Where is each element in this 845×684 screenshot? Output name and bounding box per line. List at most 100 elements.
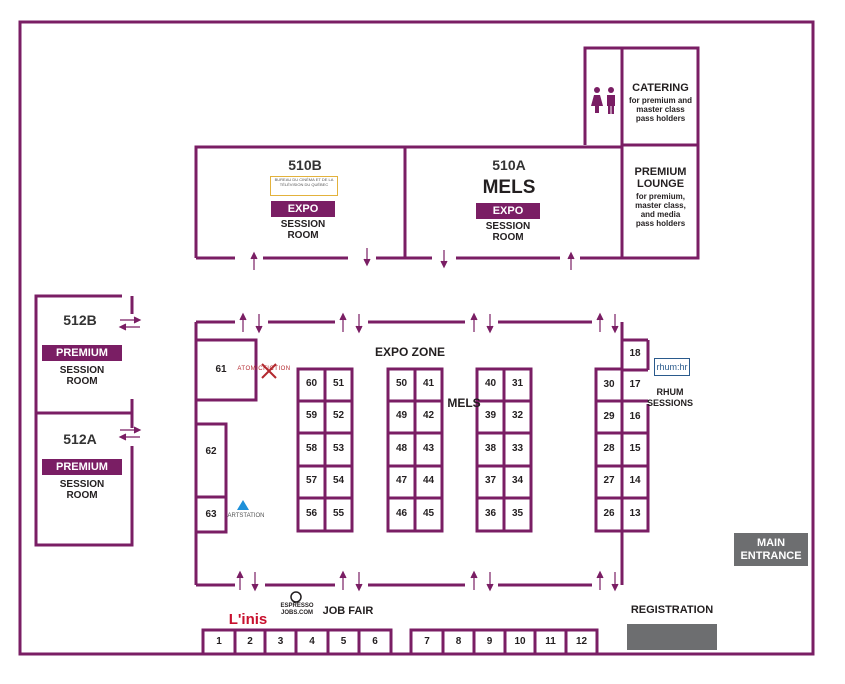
catering-line3: pass holders (635, 114, 686, 123)
mels-logo: MELS (482, 177, 536, 198)
booth-27[interactable]: 27 (603, 475, 615, 486)
room-512b-number: 512B (63, 312, 97, 328)
service-block-wall (583, 46, 700, 260)
espresso-jobs-icon (290, 591, 302, 603)
booth-48[interactable]: 48 (395, 443, 408, 454)
lounge-title1: PREMIUM (634, 166, 687, 178)
booth-62[interactable]: 62 (205, 446, 217, 457)
booth-57[interactable]: 57 (305, 475, 318, 486)
room-510a-line1: SESSION (485, 221, 531, 232)
registration-desk[interactable] (627, 624, 717, 650)
booth-61-wall (196, 338, 258, 402)
booth-42[interactable]: 42 (422, 410, 435, 421)
booth-44[interactable]: 44 (422, 475, 435, 486)
job-fair-booth-10[interactable]: 10 (514, 636, 526, 647)
catering-title: CATERING (632, 82, 689, 94)
booth-50[interactable]: 50 (395, 378, 408, 389)
booth-15[interactable]: 15 (629, 443, 641, 454)
job-fair-booth-3[interactable]: 3 (277, 636, 284, 647)
outer-wall (18, 20, 815, 656)
job-fair-booth-9[interactable]: 9 (486, 636, 493, 647)
booth-55[interactable]: 55 (332, 508, 345, 519)
booth-26[interactable]: 26 (603, 508, 615, 519)
room-512b-line2: ROOM (66, 376, 98, 387)
door-arrows (118, 248, 619, 592)
rhum-sessions-line2: SESSIONS (646, 398, 693, 408)
booth-40[interactable]: 40 (484, 378, 497, 389)
booth-47[interactable]: 47 (395, 475, 408, 486)
booth-63-wall (196, 495, 228, 534)
booth-59[interactable]: 59 (305, 410, 318, 421)
rhum-sessions-line1: RHUM (656, 387, 684, 397)
room-510a-badge: EXPO (476, 203, 540, 219)
room-512a-line2: ROOM (66, 490, 98, 501)
room-512b-line1: SESSION (59, 365, 105, 376)
job-fair-booth-6[interactable]: 6 (372, 636, 378, 647)
catering-line2: master class (636, 105, 685, 114)
job-fair-booth-5[interactable]: 5 (340, 636, 347, 647)
lounge-line1: for premium, (636, 192, 685, 201)
job-fair-booth-12[interactable]: 12 (575, 636, 588, 647)
lounge-line4: pass holders (635, 219, 686, 228)
booth-39[interactable]: 39 (484, 410, 497, 421)
lounge-line2: master class, (635, 201, 686, 210)
booth-29[interactable]: 29 (603, 411, 615, 422)
room-512a-line1: SESSION (59, 479, 105, 490)
espresso-jobs-logo-line2: JOBS.COM (280, 610, 313, 616)
booth-13[interactable]: 13 (629, 508, 641, 519)
job-fair-booth-1[interactable]: 1 (216, 636, 222, 647)
main-entrance[interactable]: MAIN ENTRANCE (734, 533, 808, 566)
atomic-fiction-logo: ATOMICFICTION (237, 366, 291, 372)
room-510a-line2: ROOM (492, 232, 524, 243)
booth-33[interactable]: 33 (511, 443, 524, 454)
booth-49[interactable]: 49 (395, 410, 408, 421)
expo-mels-logo: MELS (447, 396, 481, 410)
booth-58[interactable]: 58 (305, 443, 318, 454)
room-510b-number: 510B (288, 157, 322, 173)
booth-17[interactable]: 17 (629, 379, 641, 390)
booth-38[interactable]: 38 (484, 443, 497, 454)
booth-35[interactable]: 35 (511, 508, 524, 519)
job-fair-booth-11[interactable]: 11 (545, 636, 556, 647)
lounge-line3: and media (640, 210, 681, 219)
room-510b-wall (194, 145, 407, 258)
booth-14[interactable]: 14 (629, 475, 641, 486)
job-fair-booth-8[interactable]: 8 (455, 636, 462, 647)
booth-16[interactable]: 16 (629, 411, 641, 422)
linis-logo: L'inis (228, 611, 268, 628)
booth-31[interactable]: 31 (511, 378, 524, 389)
booth-52[interactable]: 52 (332, 410, 345, 421)
booth-28[interactable]: 28 (603, 443, 615, 454)
booth-18[interactable]: 18 (629, 348, 641, 359)
job-fair-booth-2[interactable]: 2 (247, 636, 253, 647)
lounge-title2: LOUNGE (636, 178, 685, 190)
booth-46[interactable]: 46 (395, 508, 408, 519)
booth-60[interactable]: 60 (305, 378, 318, 389)
booth-36[interactable]: 36 (484, 508, 497, 519)
booth-51[interactable]: 51 (332, 378, 345, 389)
booth-43[interactable]: 43 (422, 443, 435, 454)
booth-37[interactable]: 37 (484, 475, 497, 486)
booth-63[interactable]: 63 (205, 509, 217, 520)
booth-32[interactable]: 32 (511, 410, 524, 421)
job-fair-booth-7[interactable]: 7 (424, 636, 430, 647)
restroom-icon (591, 87, 615, 114)
registration-label: REGISTRATION (630, 604, 714, 616)
booth-56[interactable]: 56 (305, 508, 318, 519)
booth-34[interactable]: 34 (511, 475, 524, 486)
room-512a-badge: PREMIUM (42, 459, 122, 475)
booth-30[interactable]: 30 (603, 379, 615, 390)
booth-61[interactable]: 61 (215, 364, 227, 375)
booth-53[interactable]: 53 (332, 443, 345, 454)
catering-line1: for premium and (628, 96, 693, 105)
main-entrance-line2: ENTRANCE (740, 550, 802, 562)
room-510a-number: 510A (492, 157, 526, 173)
booth-41[interactable]: 41 (422, 378, 435, 389)
booth-45[interactable]: 45 (422, 508, 435, 519)
booth-54[interactable]: 54 (332, 475, 345, 486)
job-fair-title: JOB FAIR (322, 605, 374, 617)
expo-zone-title: EXPO ZONE (374, 345, 445, 359)
job-fair-booth-4[interactable]: 4 (309, 636, 315, 647)
